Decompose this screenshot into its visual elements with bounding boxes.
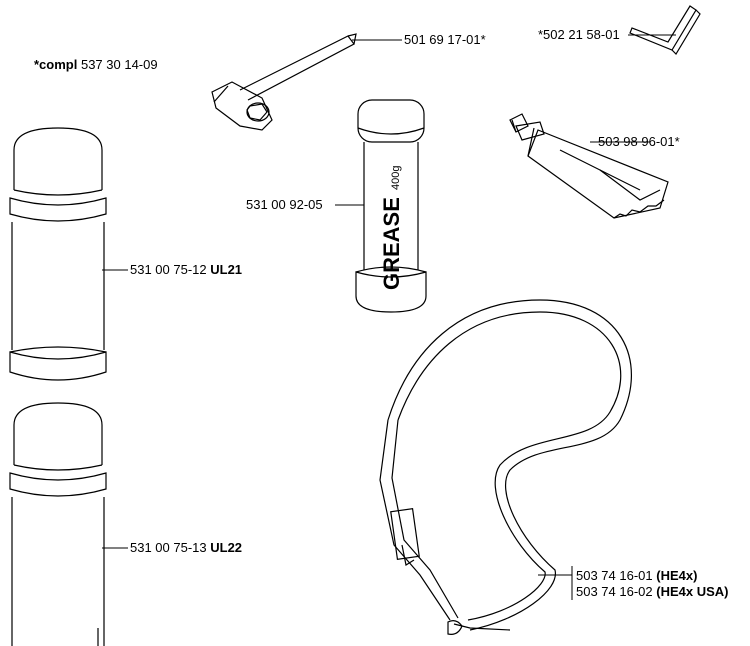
strap-he4x-usa-label: 503 74 16-02 (HE4x USA) xyxy=(576,585,729,599)
grease-cylinder-text: GREASE xyxy=(379,197,404,290)
strap-he4x-usa-model: (HE4x USA) xyxy=(656,584,729,599)
grease-cylinder-weight: 400g xyxy=(390,166,402,190)
hex-key-part-number: *502 21 58-01 xyxy=(538,27,620,42)
spray-can-ul21 xyxy=(9,127,107,381)
can-ul21-model: UL21 xyxy=(210,262,243,277)
wrench-part-number: 501 69 17-01* xyxy=(404,32,486,47)
can-ul22-label: 531 00 75-13 UL22 xyxy=(130,541,242,555)
strap-he4x-model: (HE4x) xyxy=(656,568,698,583)
compl-label: *compl 537 30 14-09 xyxy=(34,58,158,72)
strap-he4x-number: 503 74 16-01 xyxy=(576,568,653,583)
tube-part-number: 503 98 96-01* xyxy=(598,134,680,149)
grease-cylinder xyxy=(355,99,427,313)
spray-can-ul22 xyxy=(9,402,107,646)
strap-he4x-label: 503 74 16-01 (HE4x) xyxy=(576,569,697,583)
compl-number: 537 30 14-09 xyxy=(80,57,158,72)
compl-prefix: *compl xyxy=(34,57,78,72)
can-ul22-model: UL22 xyxy=(210,540,243,555)
grease-part-number: 531 00 92-05 xyxy=(246,197,323,212)
hex-key xyxy=(629,5,701,55)
harness-strap xyxy=(379,299,632,635)
combination-wrench xyxy=(211,33,357,131)
squeeze-tube xyxy=(509,113,669,219)
can-ul22-number: 531 00 75-13 xyxy=(130,540,207,555)
can-ul21-label: 531 00 75-12 UL21 xyxy=(130,263,242,277)
leader-lines xyxy=(102,34,676,600)
strap-he4x-usa-number: 503 74 16-02 xyxy=(576,584,653,599)
can-ul21-number: 531 00 75-12 xyxy=(130,262,207,277)
